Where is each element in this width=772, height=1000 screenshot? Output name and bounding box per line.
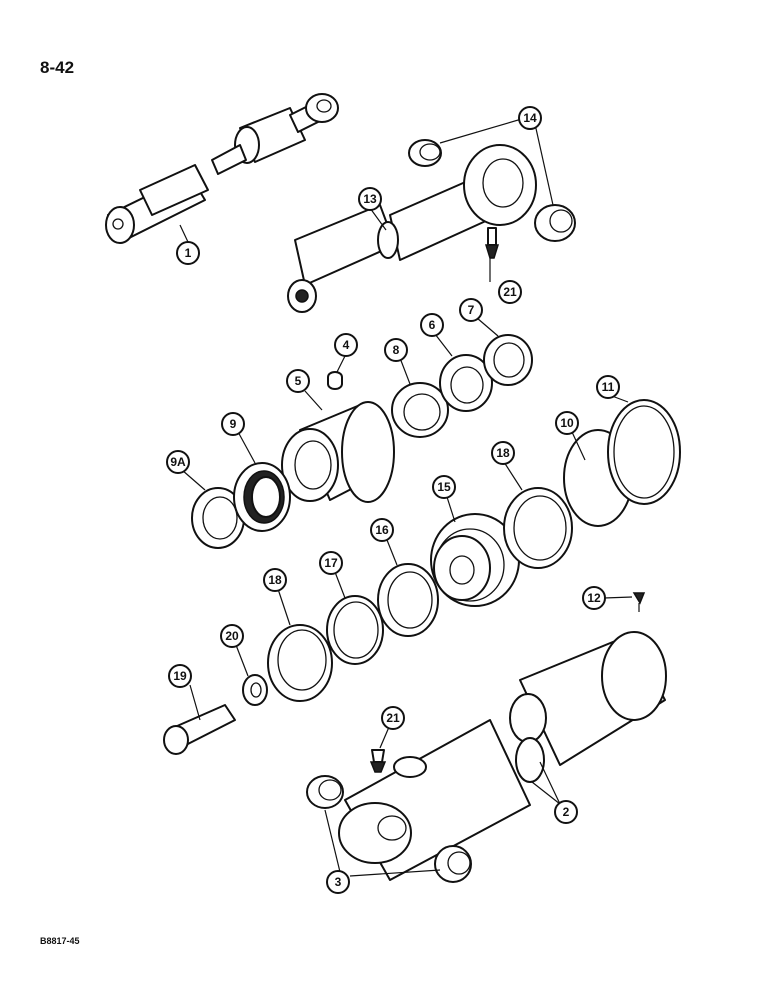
part-gland xyxy=(281,401,395,503)
callout-label: 2 xyxy=(563,805,570,819)
callout-14: 14 xyxy=(518,106,542,130)
callout-label: 14 xyxy=(523,111,537,125)
part-screw-fittings-lower xyxy=(369,592,646,773)
part-cylinder-assembly xyxy=(105,93,339,244)
callout-10: 10 xyxy=(555,411,579,435)
part-bushings-upper xyxy=(408,139,576,242)
part-bushings-lower xyxy=(306,775,472,883)
part-rings-row-2 xyxy=(267,563,439,702)
callout-5: 5 xyxy=(286,369,310,393)
callout-label: 15 xyxy=(437,480,451,494)
callout-13: 13 xyxy=(358,187,382,211)
callout-11: 11 xyxy=(596,375,620,399)
callout-21-lower: 21 xyxy=(381,706,405,730)
callout-label: 17 xyxy=(324,556,338,570)
callout-label: 21 xyxy=(386,711,400,725)
leader-lines xyxy=(179,117,633,877)
part-piston xyxy=(430,487,573,607)
callout-label: 19 xyxy=(173,669,187,683)
callout-17: 17 xyxy=(319,551,343,575)
callout-6: 6 xyxy=(420,313,444,337)
callout-label: 7 xyxy=(468,303,475,317)
callout-label: 20 xyxy=(225,629,239,643)
callout-18-lower: 18 xyxy=(263,568,287,592)
callout-8: 8 xyxy=(384,338,408,362)
callout-label: 18 xyxy=(496,446,510,460)
callout-label: 6 xyxy=(429,318,436,332)
callout-label: 4 xyxy=(343,338,350,352)
part-o-rings-right xyxy=(563,399,681,527)
callout-label: 18 xyxy=(268,573,282,587)
callout-label: 12 xyxy=(587,591,601,605)
callout-label: 13 xyxy=(363,192,377,206)
part-piston-rod xyxy=(287,144,537,313)
part-plug xyxy=(327,371,343,390)
callout-4: 4 xyxy=(334,333,358,357)
callout-18-upper: 18 xyxy=(491,441,515,465)
callout-16: 16 xyxy=(370,518,394,542)
callout-21-upper: 21 xyxy=(498,280,522,304)
callout-label: 10 xyxy=(560,416,574,430)
callout-12: 12 xyxy=(582,586,606,610)
callout-3: 3 xyxy=(326,870,350,894)
callout-label: 21 xyxy=(503,285,517,299)
callout-label: 1 xyxy=(185,246,192,260)
callout-label: 9 xyxy=(230,417,237,431)
callout-label: 8 xyxy=(393,343,400,357)
callout-1: 1 xyxy=(176,241,200,265)
part-rings-row-1 xyxy=(191,334,533,549)
callout-7: 7 xyxy=(459,298,483,322)
callout-label: 5 xyxy=(295,374,302,388)
page-number: 8-42 xyxy=(40,58,75,77)
callout-9a: 9A xyxy=(166,450,190,474)
part-cylinder-tube xyxy=(338,631,667,881)
callout-15: 15 xyxy=(432,475,456,499)
callout-label: 9A xyxy=(170,455,186,469)
callout-2: 2 xyxy=(554,800,578,824)
figure-code: B8817-45 xyxy=(40,936,80,946)
callout-label: 11 xyxy=(602,380,615,394)
callout-9: 9 xyxy=(221,412,245,436)
callout-20: 20 xyxy=(220,624,244,648)
callout-label: 3 xyxy=(335,875,342,889)
part-bolt-washer xyxy=(163,674,268,755)
callout-19: 19 xyxy=(168,664,192,688)
callout-label: 16 xyxy=(375,523,389,537)
